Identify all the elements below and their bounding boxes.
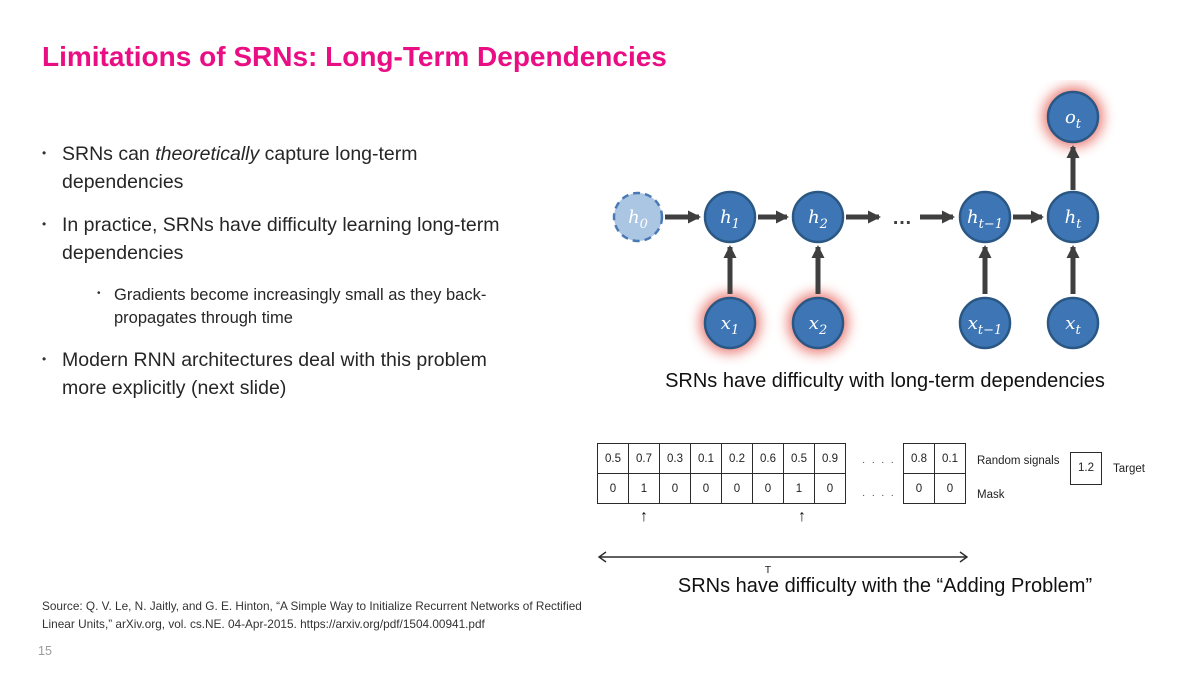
mask-row: 0 0 xyxy=(903,473,966,504)
node-h0 xyxy=(612,191,664,243)
node-label-x2: x2 xyxy=(809,313,827,338)
node-xt xyxy=(1046,296,1100,350)
cell: 0.7 xyxy=(628,443,660,474)
adding-problem-table: 0.5 0.7 0.3 0.1 0.2 0.6 0.5 0.9 0 1 0 0 … xyxy=(597,443,846,504)
cell: 1 xyxy=(628,473,660,504)
bullet-icon: • xyxy=(42,217,47,232)
up-arrow-icon: ↑ xyxy=(798,508,806,525)
node-label-h0: h0 xyxy=(628,207,648,232)
bullet-text-post: capture long-term dependencies xyxy=(62,143,418,193)
cell: 0.1 xyxy=(934,443,966,474)
diagram-arrows xyxy=(665,145,1080,294)
node-x2 xyxy=(791,296,845,350)
cell: 1 xyxy=(783,473,815,504)
node-ot xyxy=(1046,90,1100,144)
cell: 0 xyxy=(690,473,722,504)
sequence-length-label: T xyxy=(764,564,772,576)
cell: 0.9 xyxy=(814,443,846,474)
up-arrow-icon: ↑ xyxy=(640,508,648,525)
bullet-text-pre: SRNs can xyxy=(62,143,156,165)
node-h2 xyxy=(791,190,845,244)
cell: 0 xyxy=(597,473,629,504)
bullet-text: SRNs can theoretically capture long-term… xyxy=(62,141,418,196)
node-label-h2: h2 xyxy=(808,207,828,232)
ellipsis-label: … xyxy=(892,207,912,229)
cell: 0.6 xyxy=(752,443,784,474)
mask-row: 0 1 0 0 0 0 1 0 xyxy=(597,473,846,504)
node-label-ot: ot xyxy=(1065,107,1082,132)
source-citation: Source: Q. V. Le, N. Jaitly, and G. E. H… xyxy=(42,599,582,631)
ellipsis-mask: . . . . xyxy=(862,488,896,499)
cell: 0.1 xyxy=(690,443,722,474)
bullet-icon: • xyxy=(97,287,101,299)
adding-problem-tail-table: 0.8 0.1 0 0 xyxy=(903,443,966,504)
bullet-icon: • xyxy=(42,351,47,366)
cell: 0 xyxy=(752,473,784,504)
random-signals-label: Random signals xyxy=(977,455,1060,467)
node-label-xt1: xt−1 xyxy=(968,313,1003,338)
node-label-xt: xt xyxy=(1065,313,1081,338)
sub-bullet-item: • Gradients become increasingly small as… xyxy=(42,284,587,330)
mask-label: Mask xyxy=(977,489,1005,501)
bullet-text: In practice, SRNs have difficulty learni… xyxy=(62,214,500,265)
node-x1 xyxy=(703,296,757,350)
bullet-icon: • xyxy=(42,146,47,160)
node-h1 xyxy=(703,190,757,244)
bullet-item: • Modern RNN architectures deal with thi… xyxy=(42,347,587,402)
bullet-text: Modern RNN architectures deal with this … xyxy=(62,348,487,399)
bullet-item: • In practice, SRNs have difficulty lear… xyxy=(42,212,587,267)
node-label-h1: h1 xyxy=(720,207,740,232)
node-xt1 xyxy=(958,296,1012,350)
node-label-x1: x1 xyxy=(721,313,739,338)
target-value-box: 1.2 xyxy=(1070,452,1102,485)
node-ht xyxy=(1046,190,1100,244)
target-label: Target xyxy=(1113,463,1145,475)
bullet-item: • SRNs can theoretically capture long-te… xyxy=(42,141,587,196)
sub-bullet-text: Gradients become increasingly small as t… xyxy=(114,285,487,327)
cell: 0.5 xyxy=(597,443,629,474)
cell: 0 xyxy=(934,473,966,504)
cell: 0.8 xyxy=(903,443,935,474)
node-label-ht1: ht−1 xyxy=(967,207,1003,232)
adding-problem-caption: SRNs have difficulty with the “Adding Pr… xyxy=(677,575,1093,597)
cell: 0 xyxy=(659,473,691,504)
signals-row: 0.8 0.1 xyxy=(903,443,966,474)
bullet-text-italic: theoretically xyxy=(155,143,260,165)
sequence-length-arrow xyxy=(597,551,969,563)
bullet-list: • SRNs can theoretically capture long-te… xyxy=(42,141,587,418)
cell: 0 xyxy=(903,473,935,504)
diagram-caption: SRNs have difficulty with long-term depe… xyxy=(665,370,1105,392)
node-ht1 xyxy=(958,190,1012,244)
cell: 0 xyxy=(721,473,753,504)
signals-row: 0.5 0.7 0.3 0.1 0.2 0.6 0.5 0.9 xyxy=(597,443,846,474)
rnn-diagram: h0 h1 h2 ht−1 ht ot x1 x2 xt−1 xt … xyxy=(612,87,1103,353)
cell: 0.3 xyxy=(659,443,691,474)
node-label-ht: ht xyxy=(1065,207,1083,232)
cell: 0.2 xyxy=(721,443,753,474)
cell: 0 xyxy=(814,473,846,504)
page-number: 15 xyxy=(38,644,52,658)
cell: 0.5 xyxy=(783,443,815,474)
slide-title: Limitations of SRNs: Long-Term Dependenc… xyxy=(42,41,667,72)
ellipsis-signals: . . . . xyxy=(862,455,896,466)
